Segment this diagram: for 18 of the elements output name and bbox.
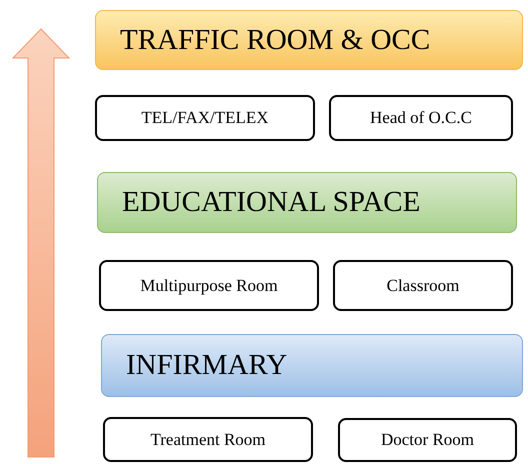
section-title: EDUCATIONAL SPACE [122, 186, 420, 219]
room-name: TEL/FAX/TELEX [141, 108, 269, 128]
room-name: Doctor Room [380, 430, 474, 450]
section-banner [101, 334, 523, 397]
room-box [103, 417, 313, 462]
room-name: Head of O.C.C [370, 108, 472, 128]
section-title: TRAFFIC ROOM & OCC [120, 24, 430, 56]
room-box [338, 418, 517, 462]
room-box [333, 260, 513, 311]
room-name: Treatment Room [150, 430, 266, 450]
room-name: Classroom [386, 276, 460, 296]
section-banner [97, 172, 517, 233]
section-banner [95, 10, 523, 70]
room-box [329, 95, 513, 141]
room-name: Multipurpose Room [140, 276, 278, 296]
room-box [99, 260, 319, 311]
room-box [95, 95, 315, 141]
section-title: INFIRMARY [126, 349, 288, 382]
